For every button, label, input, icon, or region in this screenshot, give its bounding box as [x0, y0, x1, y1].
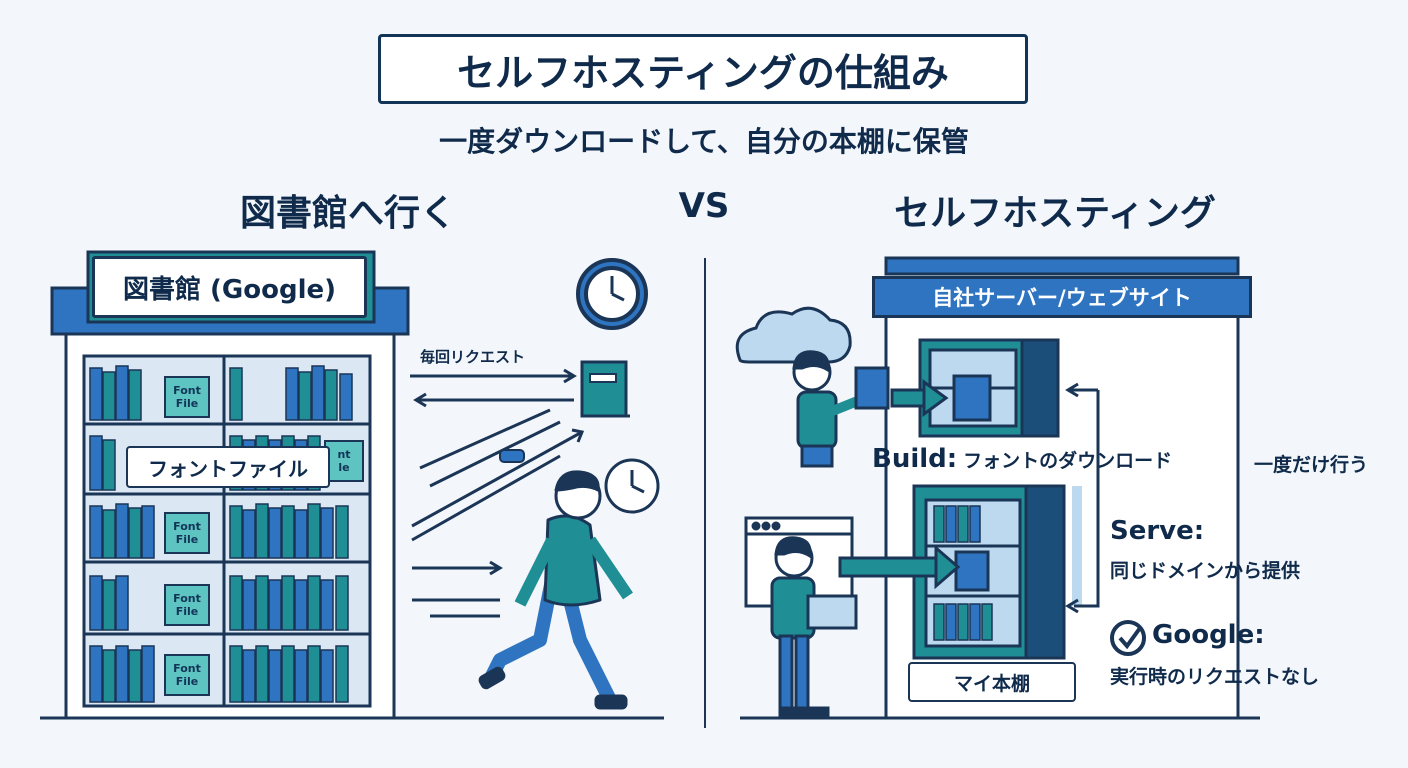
font-file-shelf-label: フォントファイル	[126, 446, 330, 488]
small-clock-icon	[604, 458, 660, 514]
process-bracket-arrows	[1065, 382, 1100, 614]
shelf-dividers	[84, 356, 370, 706]
page-subtitle: 一度ダウンロードして、自分の本棚に保管	[439, 125, 969, 158]
library-sign: 図書館 (Google)	[92, 256, 367, 318]
book-icon	[580, 360, 630, 418]
page-title: セルフホスティングの仕組み	[378, 34, 1028, 104]
person-with-book-icon	[792, 350, 890, 468]
google-key: Google:	[1152, 620, 1265, 650]
server-roof	[884, 256, 1240, 276]
vs-label: VS	[678, 186, 730, 226]
my-shelf-label: マイ本棚	[908, 662, 1076, 702]
request-label: 毎回リクエスト	[420, 348, 526, 366]
build-step: Build:フォントのダウンロード	[872, 444, 1172, 474]
right-heading: セルフホスティング	[894, 193, 1216, 234]
left-heading: 図書館へ行く	[239, 193, 456, 234]
floating-book-icon	[499, 449, 525, 463]
server-sign: 自社サーバー/ウェブサイト	[872, 276, 1252, 318]
arrow-to-cabinet	[890, 379, 949, 417]
library-books	[89, 365, 353, 703]
google-text: 実行時のリクエストなし	[1110, 666, 1320, 688]
running-person-icon	[478, 470, 633, 710]
serve-arrow	[838, 544, 961, 590]
serve-key: Serve:	[1110, 516, 1205, 546]
check-icon	[1110, 620, 1146, 656]
clock-icon	[576, 258, 648, 330]
build-text: フォントのダウンロード	[963, 450, 1173, 472]
build-key: Build:	[872, 444, 958, 474]
request-arrows	[410, 368, 585, 618]
center-divider	[704, 258, 706, 728]
serve-text: 同じドメインから提供	[1110, 560, 1301, 582]
once-text: 一度だけ行う	[1254, 454, 1369, 476]
person-with-laptop-icon	[770, 536, 858, 720]
top-cabinet	[918, 338, 1060, 438]
bottom-cabinet	[912, 484, 1066, 660]
cloud-icon	[735, 306, 852, 364]
cabinet-shadow	[1072, 486, 1082, 606]
